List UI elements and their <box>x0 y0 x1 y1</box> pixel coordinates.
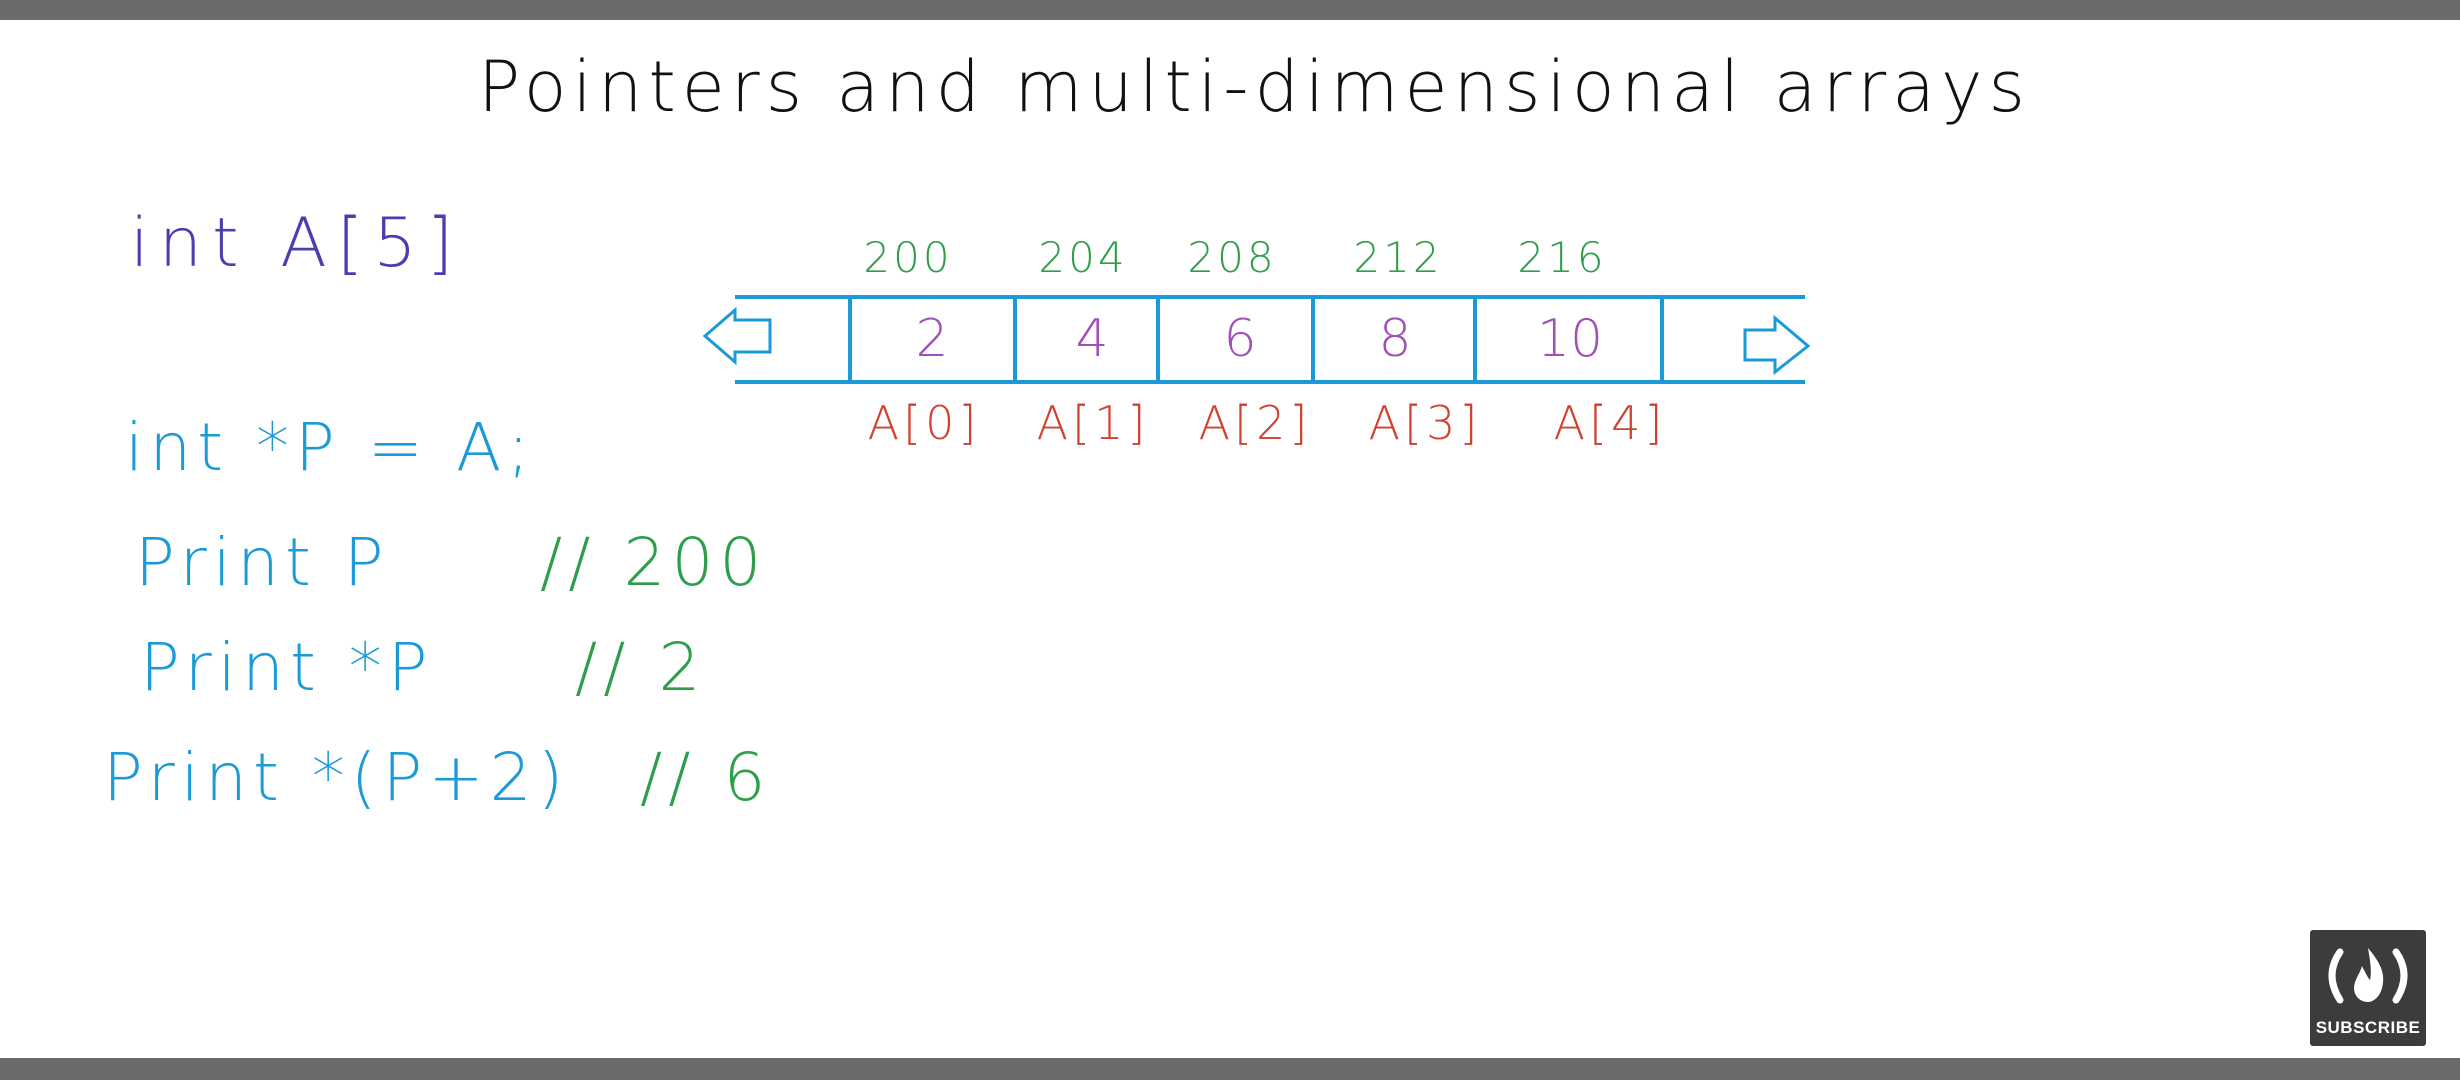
array-index: A[3] <box>1368 396 1482 450</box>
array-index: A[1] <box>1036 396 1150 450</box>
code-comment: // 6 <box>640 739 772 816</box>
array-declaration: int A[5] <box>130 204 464 283</box>
address-label: 204 <box>1038 233 1128 282</box>
array-value: 2 <box>915 309 949 369</box>
subscribe-button[interactable]: SUBSCRIBE <box>2310 930 2426 1046</box>
array-index: A[4] <box>1553 396 1667 450</box>
fire-logo-icon <box>2328 948 2408 1004</box>
array-value: 10 <box>1536 309 1604 369</box>
subscribe-label: SUBSCRIBE <box>2315 1018 2421 1037</box>
array-value: 8 <box>1378 309 1412 369</box>
array-index: A[2] <box>1198 396 1312 450</box>
code-comment: // 200 <box>540 524 768 601</box>
address-label: 200 <box>863 233 953 282</box>
bottom-bar <box>0 1058 2460 1080</box>
array-value: 6 <box>1223 309 1257 369</box>
left-arrow-icon <box>702 306 772 366</box>
code-line-print-deref-p-plus-2: Print *(P+2) <box>103 739 570 816</box>
code-line-print-deref-p: Print *P <box>140 629 434 706</box>
page-title: Pointers and multi-dimensional arrays <box>478 46 2031 128</box>
address-label: 212 <box>1353 233 1443 282</box>
right-arrow-icon <box>1743 314 1811 376</box>
top-bar <box>0 0 2460 20</box>
array-index: A[0] <box>867 396 981 450</box>
array-value: 4 <box>1075 309 1109 369</box>
code-line-pointer-declaration: int *P = A; <box>125 409 536 486</box>
code-line-print-p: Print P <box>135 524 390 601</box>
address-label: 208 <box>1187 233 1277 282</box>
code-comment: // 2 <box>575 629 707 706</box>
address-label: 216 <box>1517 233 1607 282</box>
